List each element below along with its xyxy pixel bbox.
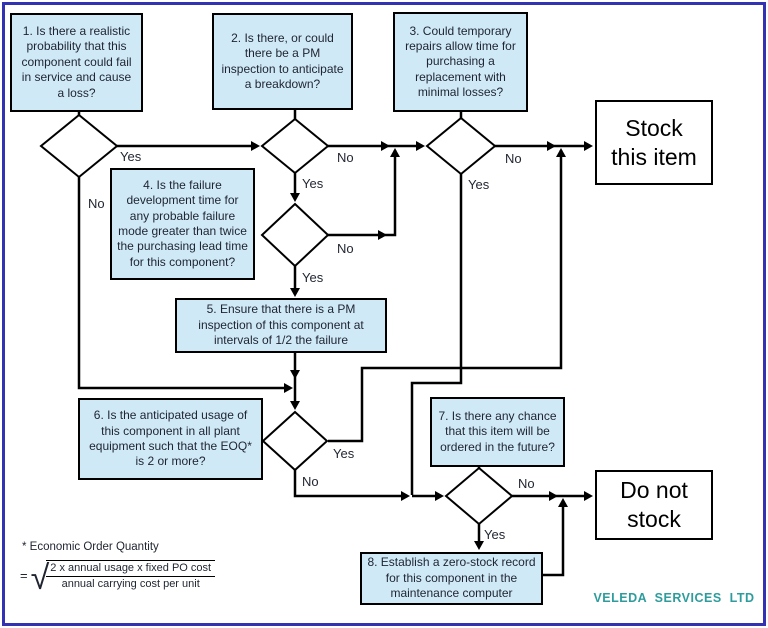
decision-diamond-3	[425, 116, 497, 176]
step-box-8: 8. Establish a zero-stock record for thi…	[360, 552, 543, 605]
formula-numerator: 2 x annual usage x fixed PO cost	[46, 561, 216, 577]
arrowheads	[251, 141, 593, 550]
label-d6-no: No	[302, 474, 319, 489]
step-box-7: 7. Is there any chance that this item wi…	[430, 397, 565, 467]
label-d7-yes: Yes	[484, 527, 506, 542]
edge-box8-feedback	[543, 501, 565, 577]
label-d6-yes: Yes	[333, 446, 355, 461]
footnote-title: * Economic Order Quantity	[22, 541, 159, 553]
step-box-5: 5. Ensure that there is a PM inspection …	[175, 298, 387, 353]
label-d7-no: No	[518, 476, 535, 491]
equals-sign: =	[20, 567, 28, 583]
label-d1-yes: Yes	[120, 149, 142, 164]
label-d4-no: No	[337, 241, 354, 256]
decision-diamond-1	[39, 113, 119, 179]
step-box-1: 1. Is there a realistic probability that…	[10, 13, 143, 112]
edge-d1-no	[77, 177, 290, 390]
edge-d6-no	[293, 470, 407, 498]
step-box-6: 6. Is the anticipated usage of this comp…	[78, 398, 263, 480]
outcome-do-not-stock: Do not stock	[595, 470, 713, 540]
edge-d3-yes	[410, 174, 463, 495]
edge-d4-no	[328, 150, 397, 237]
label-d2-no: No	[337, 150, 354, 165]
eoq-formula: = √ 2 x annual usage x fixed PO cost ann…	[20, 560, 216, 595]
formula-denominator: annual carrying cost per unit	[61, 578, 200, 590]
outcome-stock-this-item: Stock this item	[595, 100, 713, 185]
company-name: VELEDA SERVICES LTD	[593, 591, 755, 605]
step-box-4: 4. Is the failure development time for a…	[110, 168, 255, 280]
step-box-3: 3. Could temporary repairs allow time fo…	[393, 12, 528, 112]
label-d4-yes: Yes	[302, 270, 324, 285]
edge-d6-yes-loop	[328, 150, 563, 443]
label-d1-no: No	[88, 196, 105, 211]
decision-diamond-6	[261, 410, 329, 472]
formula-fraction: 2 x annual usage x fixed PO cost annual …	[46, 560, 216, 590]
label-d2-yes: Yes	[302, 176, 324, 191]
label-d3-yes: Yes	[468, 177, 490, 192]
decision-diamond-4	[260, 202, 330, 268]
decision-diamond-7	[444, 466, 514, 526]
label-d3-no: No	[505, 151, 522, 166]
step-box-2: 2. Is there, or could there be a PM insp…	[212, 13, 353, 110]
decision-diamond-2	[260, 117, 330, 175]
